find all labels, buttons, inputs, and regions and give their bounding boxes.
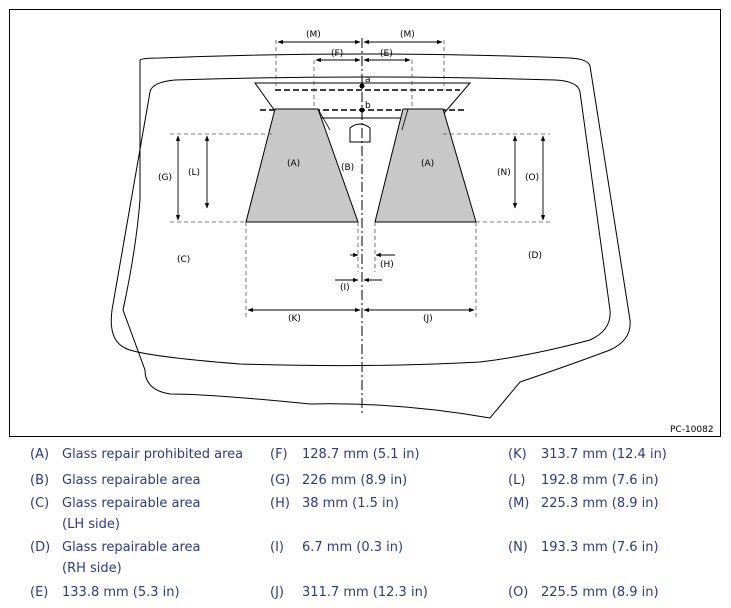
legend-key-i: (I) <box>270 540 284 555</box>
label-j: (J) <box>423 314 433 324</box>
legend-text-j: 311.7 mm (12.3 in) <box>302 585 428 600</box>
legend-text-e: 133.8 mm (5.3 in) <box>62 585 180 600</box>
label-a-right: (A) <box>421 159 434 169</box>
legend-key-e: (E) <box>30 585 49 600</box>
legend-text-c-2: (LH side) <box>62 517 120 532</box>
legend-key-f: (F) <box>270 447 288 462</box>
label-g: (G) <box>158 173 172 183</box>
legend-text-d-2: (RH side) <box>62 561 122 576</box>
camera-housing <box>349 123 371 143</box>
legend-key-a: (A) <box>30 447 50 462</box>
figure-id: PC-10082 <box>670 425 714 435</box>
windshield-svg: (M) (M) (F) (E) a b (A) (A) (B) (G) (L) … <box>110 30 714 435</box>
windshield-diagram: (M) (M) (F) (E) a b (A) (A) (B) (G) (L) … <box>9 9 721 437</box>
label-e: (E) <box>380 49 393 59</box>
legend-text-k: 313.7 mm (12.4 in) <box>541 447 667 462</box>
label-a-point: a <box>365 75 371 85</box>
legend-key-k: (K) <box>508 447 527 462</box>
label-b-area: (B) <box>341 163 354 173</box>
legend-key-h: (H) <box>270 496 290 511</box>
legend-key-m: (M) <box>508 496 530 511</box>
legend-text-b: Glass repairable area <box>62 473 201 488</box>
label-f: (F) <box>331 49 343 59</box>
legend-key-b: (B) <box>30 473 50 488</box>
label-n: (N) <box>497 168 511 178</box>
legend-text-f: 128.7 mm (5.1 in) <box>302 447 420 462</box>
legend-text-g: 226 mm (8.9 in) <box>302 473 408 488</box>
label-o: (O) <box>525 173 539 183</box>
legend-key-g: (G) <box>270 473 291 488</box>
legend-key-n: (N) <box>508 540 528 555</box>
label-a-left: (A) <box>287 159 300 169</box>
label-d-area: (D) <box>528 251 542 261</box>
legend-text-c-1: Glass repairable area <box>62 496 201 511</box>
legend-text-o: 225.5 mm (8.9 in) <box>541 585 659 600</box>
label-m-right: (M) <box>400 30 415 40</box>
legend-text-n: 193.3 mm (7.6 in) <box>541 540 659 555</box>
legend-key-c: (C) <box>30 496 50 511</box>
legend-text-a: Glass repair prohibited area <box>62 447 244 462</box>
legend-text-m: 225.3 mm (8.9 in) <box>541 496 659 511</box>
legend-text-d-1: Glass repairable area <box>62 540 201 555</box>
label-i: (I) <box>340 283 350 293</box>
label-l: (L) <box>188 168 200 178</box>
label-b-point: b <box>365 101 371 111</box>
windshield-outer-outline <box>122 53 631 419</box>
legend-key-o: (O) <box>508 585 529 600</box>
legend-key-d: (D) <box>30 540 51 555</box>
label-h: (H) <box>380 260 394 270</box>
label-k: (K) <box>288 314 301 324</box>
windshield-inner-outline <box>110 76 611 367</box>
legend-key-l: (L) <box>508 473 526 488</box>
legend-text-h: 38 mm (1.5 in) <box>302 496 399 511</box>
legend-text-l: 192.8 mm (7.6 in) <box>541 473 659 488</box>
legend-text-i: 6.7 mm (0.3 in) <box>302 540 404 555</box>
label-m-left: (M) <box>306 30 321 40</box>
legend-key-j: (J) <box>270 585 284 600</box>
label-c-area: (C) <box>177 255 190 265</box>
